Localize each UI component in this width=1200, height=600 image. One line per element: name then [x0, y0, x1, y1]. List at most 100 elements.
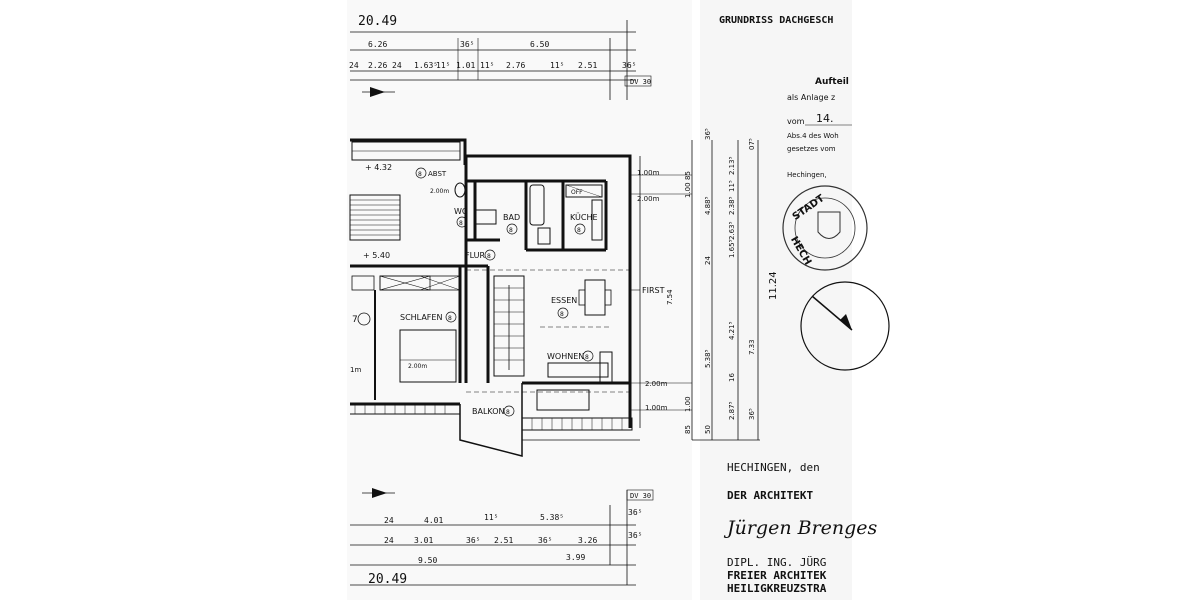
bottom-dim-3: 11⁵ — [484, 513, 498, 522]
flur-num: 8 — [487, 253, 491, 260]
top-dim-r2-1: 24 — [349, 61, 359, 70]
right-dim-b-6: 4.21⁵ — [728, 321, 736, 340]
top-dim-r2-7: 11⁵ — [480, 61, 494, 70]
first-label: FIRST — [642, 286, 665, 295]
right-dim-a-8: 1.00 — [684, 396, 692, 412]
vom-label: vom — [787, 117, 805, 126]
title-block: GRUNDRISS DACHGESCH Aufteil als Anlage z… — [719, 15, 890, 595]
anlage-text: als Anlage z — [787, 93, 835, 102]
bottom-dim-4: 5.38⁵ — [540, 513, 564, 522]
kueche-label: KÜCHE — [570, 212, 598, 222]
dv30-bottom: DV 30 — [630, 492, 651, 500]
top-dim-3: 6.50 — [530, 40, 549, 49]
right-dim-b-2: 11⁵ — [728, 180, 736, 192]
wc-num: 8 — [459, 220, 463, 227]
bottom-dim-r2-4: 2.51 — [494, 536, 513, 545]
flur-label: FLUR — [465, 251, 486, 260]
essen-label: ESSEN — [551, 296, 577, 305]
right-dim-b-4: 1.65⁵ — [728, 239, 736, 258]
top-dim-r2-8: 2.76 — [506, 61, 525, 70]
bottom-dim-2: 4.01 — [424, 516, 443, 525]
room-7-label: 7 — [352, 315, 358, 325]
top-dim-2: 36⁵ — [460, 40, 474, 49]
bottom-dim-5: 36⁵ — [628, 508, 642, 517]
small-height-label: 1m — [350, 366, 361, 374]
abst-label: ABST — [428, 170, 447, 178]
bottom-dim-r2-6: 3.26 — [578, 536, 597, 545]
left-unit: + 4.32 + 5.40 7 1m — [349, 138, 467, 415]
bottom-dim-r3-1: 9.50 — [418, 556, 437, 565]
architect-street: HEILIGKREUZSTRA — [727, 582, 827, 595]
schlafen-height: 2.00m — [408, 363, 427, 370]
bad-label: BAD — [503, 213, 520, 222]
right-dim-b-3: 2.38⁵ — [728, 196, 736, 215]
top-dim-r2-10: 2.51 — [578, 61, 597, 70]
elevation-1: + 4.32 — [365, 163, 392, 172]
top-dim-1: 6.26 — [368, 40, 387, 49]
right-dim-c-3: 7.33 — [748, 339, 756, 355]
abst-height: 2.00m — [430, 188, 449, 195]
vom-date: 14. — [816, 112, 834, 125]
bottom-dim-r3-2: 3.99 — [566, 553, 585, 562]
top-dim-r2-2: 2.26 — [368, 61, 387, 70]
bottom-dim-r2-1: 24 — [384, 536, 394, 545]
right-dim-b-5: 2.63⁵ — [728, 221, 736, 240]
balkon-num: 8 — [506, 409, 510, 416]
bottom-dimension-lines: DV 30 24 4.01 11⁵ 5.38⁵ 36⁵ 24 3.01 36⁵ … — [350, 488, 654, 587]
wohnen-num: 8 — [585, 354, 589, 361]
schlafen-label: SCHLAFEN — [400, 313, 442, 322]
level-1: 1.00m — [637, 169, 660, 177]
right-dim-a-6: 24 — [704, 256, 712, 265]
gesetz-text: gesetzes vom — [787, 145, 836, 153]
abs-text: Abs.4 des Woh — [787, 132, 839, 140]
level-4: 1.00m — [645, 404, 668, 412]
top-dim-r2-5: 11⁵ — [436, 61, 450, 70]
kueche-num: 8 — [577, 227, 581, 234]
main-unit: OFF ABST 8 2.00m WC 8 — [379, 154, 665, 457]
hechingen-small: Hechingen, — [787, 171, 827, 179]
right-dim-b-7: 16 — [728, 373, 736, 382]
document-page — [700, 0, 852, 600]
orientation-compass — [800, 281, 890, 371]
essen-num: 8 — [560, 311, 564, 318]
offen-label: OFF — [571, 189, 583, 196]
top-dim-r2-9: 11⁵ — [550, 61, 564, 70]
right-dim-a-5: 4.88⁵ — [704, 196, 712, 215]
level-2: 2.00m — [637, 195, 660, 203]
top-dim-r2-3: 24 — [392, 61, 402, 70]
overall-width-top: 20.49 — [358, 14, 397, 29]
architect-name: DIPL. ING. JÜRG — [727, 556, 826, 569]
top-dimension-lines: 20.49 6.26 36⁵ 6.50 24 2.26 24 1.63⁵ 11⁵… — [349, 14, 652, 100]
elevation-2: + 5.40 — [363, 251, 390, 260]
right-dim-b-1: 2.13⁵ — [728, 156, 736, 175]
section-arrow-bottom — [362, 488, 395, 498]
bottom-dim-r2-3: 36⁵ — [466, 536, 480, 545]
bad-num: 8 — [509, 227, 513, 234]
dv30-top: DV 30 — [630, 78, 651, 86]
right-dim-a-2: 1.00 — [684, 182, 692, 198]
right-dimension-lines: 1.00m 2.00m 2.00m 1.00m 7.54 1.00 85 4.8… — [630, 128, 779, 441]
schlafen-num: 8 — [448, 315, 452, 322]
wohnen-label: WOHNEN — [547, 352, 584, 361]
bottom-dim-r2-5: 36⁵ — [538, 536, 552, 545]
document-title: GRUNDRISS DACHGESCH — [719, 15, 833, 26]
place-date: HECHINGEN, den — [727, 461, 820, 474]
architect-signature: Jürgen Brenges — [723, 517, 878, 539]
architect-profession: FREIER ARCHITEK — [727, 569, 827, 582]
bottom-dim-r2-2: 3.01 — [414, 536, 433, 545]
official-stamp: STADT HECH — [782, 185, 868, 271]
right-dim-c-2: 11.24 — [768, 271, 779, 300]
balkon-label: BALKON — [472, 407, 505, 416]
right-dim-a-1: 36⁵ — [704, 128, 712, 140]
level-3: 2.00m — [645, 380, 668, 388]
dim-7-54: 7.54 — [666, 289, 674, 305]
aufteilung-text: Aufteil — [815, 77, 849, 87]
right-dim-b-8: 2.87⁵ — [728, 401, 736, 420]
wc-label: WC — [454, 207, 468, 216]
right-dim-a-3: 85 — [684, 171, 692, 180]
right-dim-a-7: 5.38⁵ — [704, 349, 712, 368]
right-dim-c-1: 07⁵ — [748, 138, 756, 150]
top-dim-r2-11: 36⁵ — [622, 61, 636, 70]
right-dim-c-4: 36⁵ — [748, 408, 756, 420]
